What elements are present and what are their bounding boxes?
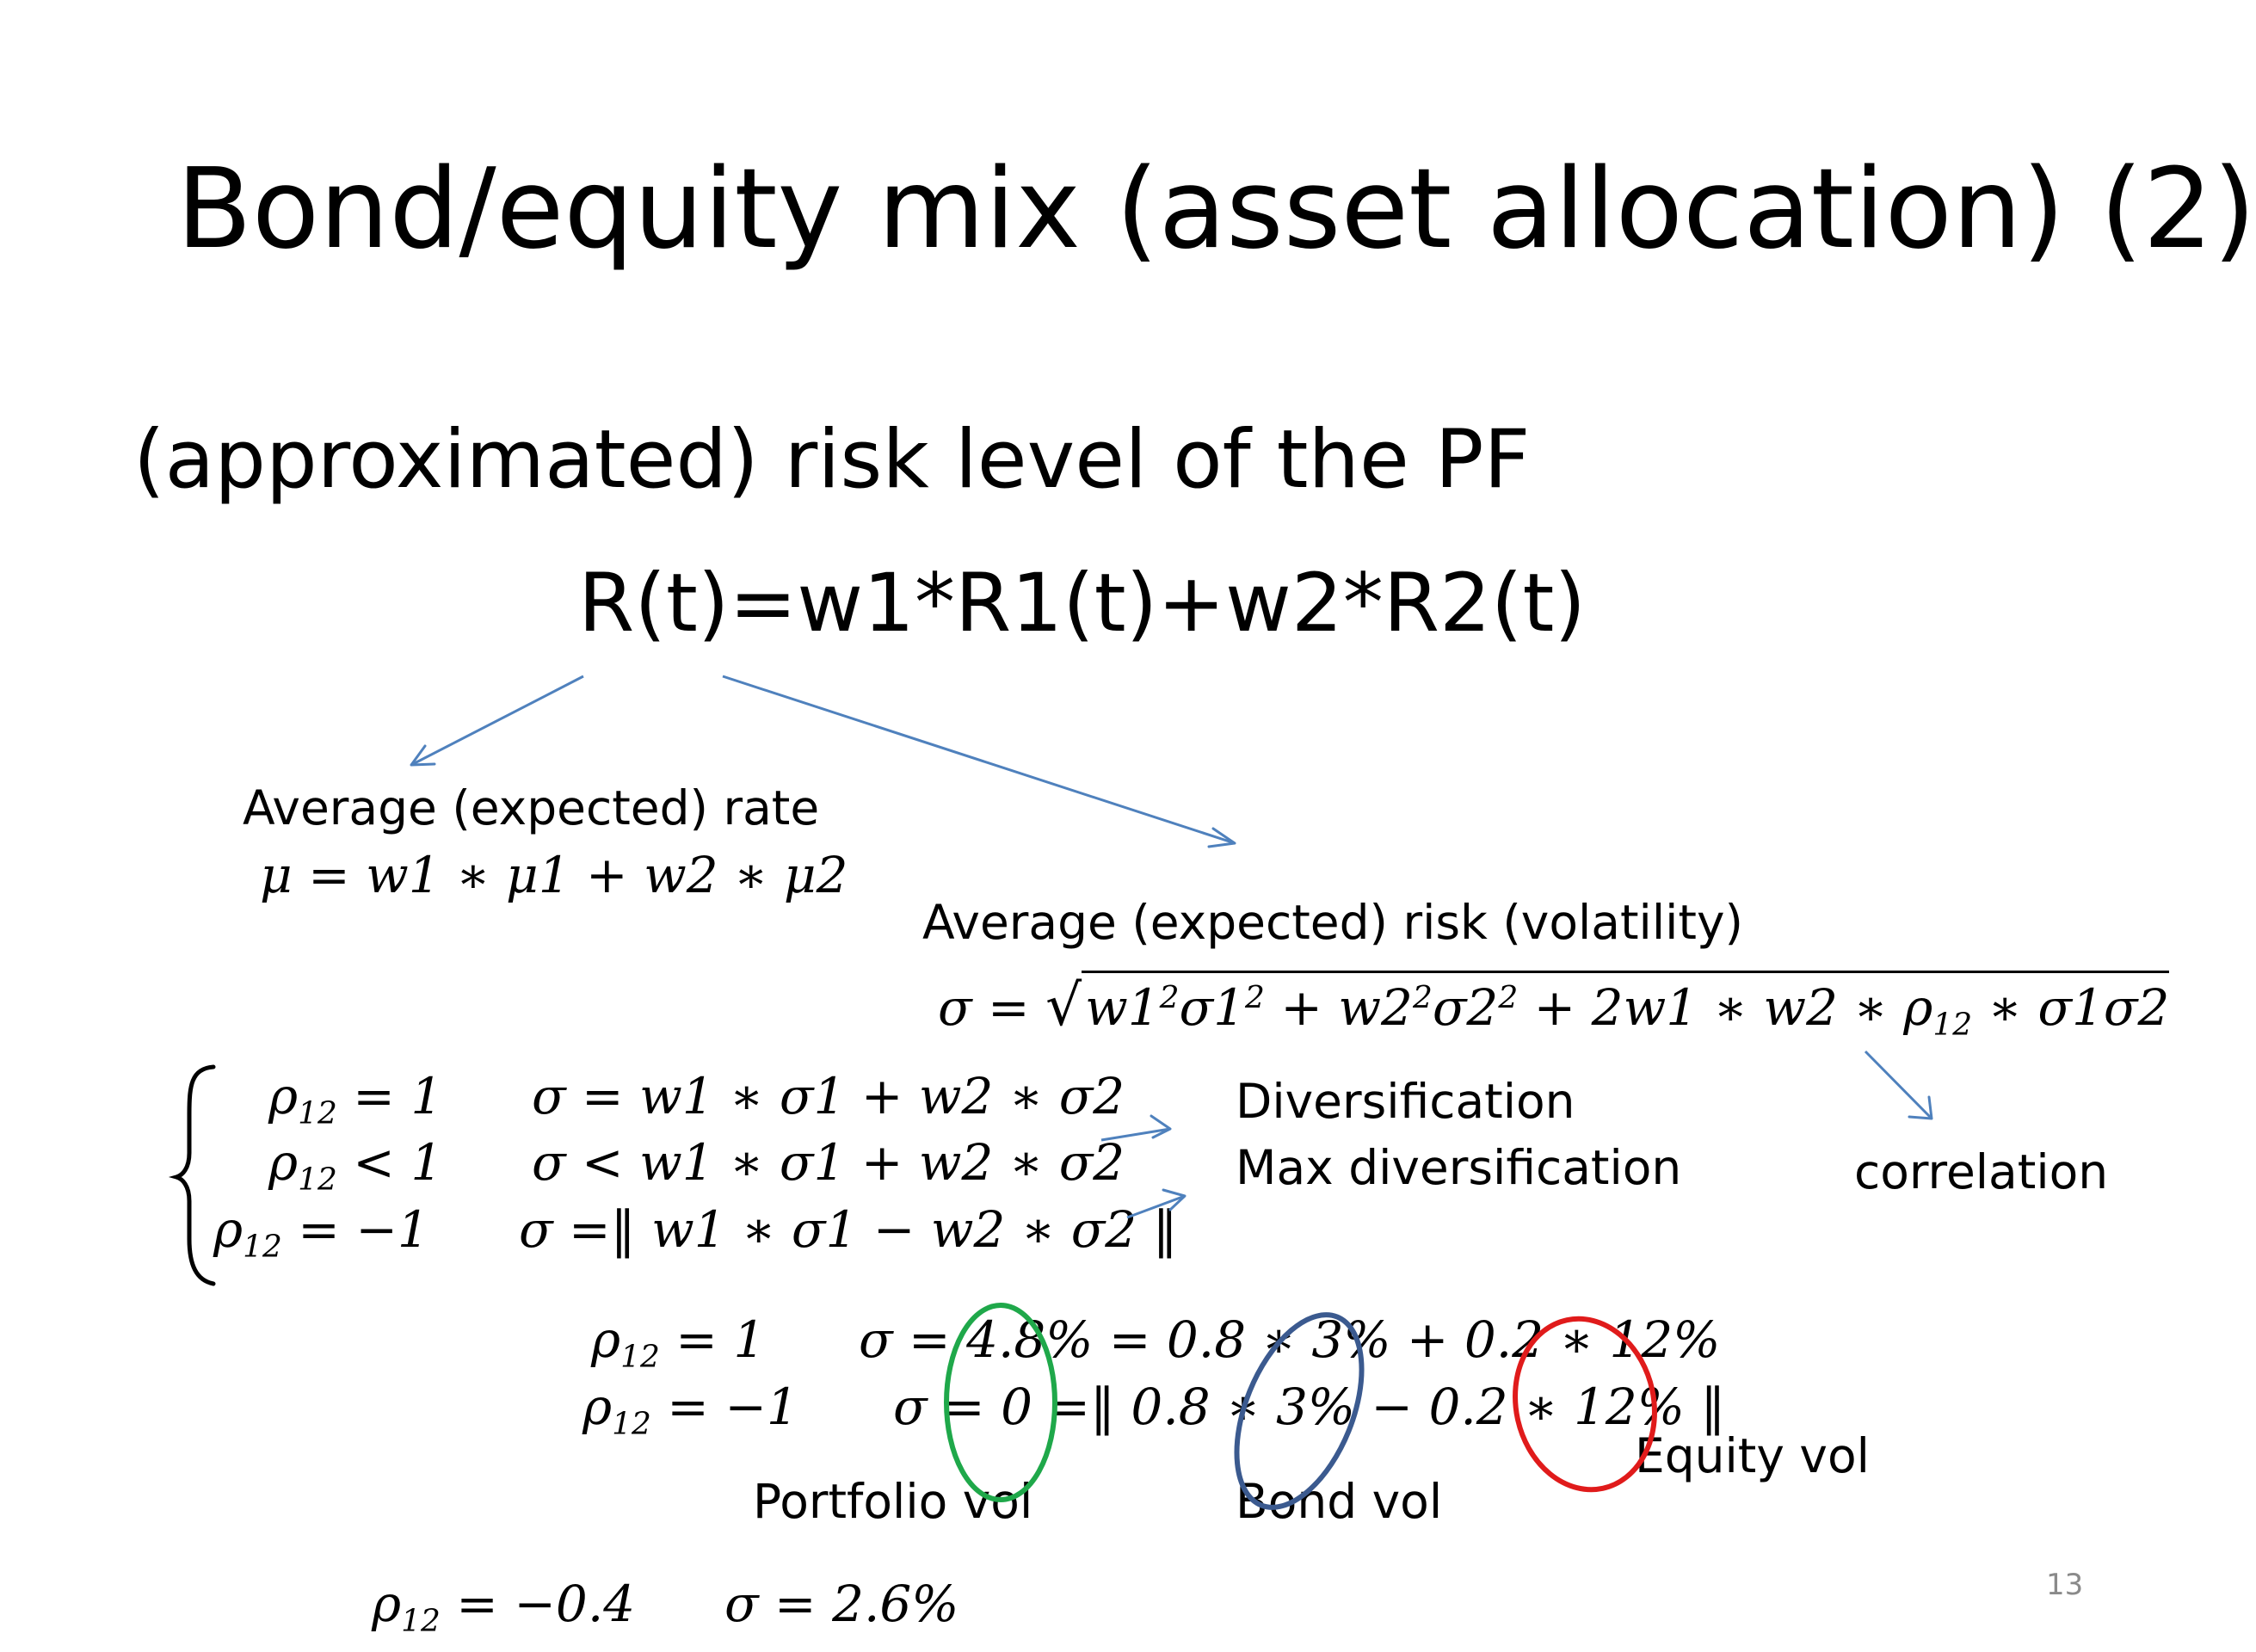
example-2-rho: ρ12 = −1 (582, 1378, 798, 1442)
sigma-formula: σ = √w12σ12 + w22σ22 + 2w1 ∗ w2 ∗ ρ12 ∗ … (938, 971, 2170, 1040)
correlation-label: correlation (1854, 1144, 2109, 1199)
diversification-label: Diversification (1236, 1074, 1575, 1129)
example-1-sigma: σ = 4.8% = 0.8 ∗ 3% + 0.2 ∗ 12% (859, 1310, 1721, 1369)
case-3-sigma: σ =‖ w1 ∗ σ1 − w2 ∗ σ2 ‖ (519, 1200, 1178, 1259)
slide-title: Bond/equity mix (asset allocation) (2) (176, 145, 2256, 274)
case-1-sigma: σ = w1 ∗ σ1 + w2 ∗ σ2 (532, 1067, 1125, 1125)
slide: Bond/equity mix (asset allocation) (2) (… (133, 154, 2256, 1639)
example-1-rho: ρ12 = 1 (591, 1310, 766, 1375)
arrow-to-correlation (1864, 1050, 1933, 1120)
cases-brace (168, 1064, 216, 1286)
case-3-rho: ρ12 = −1 (213, 1200, 429, 1265)
case-2-sigma: σ < w1 ∗ σ1 + w2 ∗ σ2 (532, 1133, 1125, 1192)
example-2-sigma: σ = 0 =‖ 0.8 ∗ 3% − 0.2 ∗ 12% ‖ (893, 1378, 1726, 1436)
slide-subtitle: (approximated) risk level of the PF (133, 413, 1531, 507)
sigma-radicand: w12σ12 + w22σ22 + 2w1 ∗ w2 ∗ ρ12 ∗ σ1σ2 (1082, 971, 2170, 1040)
mu-formula: μ = w1 ∗ μ1 + w2 ∗ μ2 (260, 846, 848, 904)
sigma-prefix: σ = (938, 978, 1046, 1037)
avg-rate-label: Average (expected) rate (243, 780, 820, 835)
avg-risk-label: Average (expected) risk (volatility) (922, 895, 1743, 950)
last-sigma: σ = 2.6% (724, 1575, 959, 1633)
bond-vol-label: Bond vol (1236, 1474, 1443, 1529)
case-1-rho: ρ12 = 1 (268, 1067, 443, 1131)
equity-vol-label: Equity vol (1635, 1428, 1870, 1483)
radical-sign: √ (1045, 972, 1082, 1039)
max-diversification-label: Max diversification (1236, 1140, 1682, 1195)
last-rho: ρ12 = −0.4 (372, 1575, 636, 1639)
main-equation: R(t)=w1*R1(t)+w2*R2(t) (578, 557, 1587, 650)
portfolio-vol-label: Portfolio vol (753, 1474, 1033, 1529)
page-number: 13 (2046, 1568, 2084, 1602)
case-2-rho: ρ12 < 1 (268, 1133, 443, 1198)
arrow-to-avg-rate (410, 675, 584, 767)
